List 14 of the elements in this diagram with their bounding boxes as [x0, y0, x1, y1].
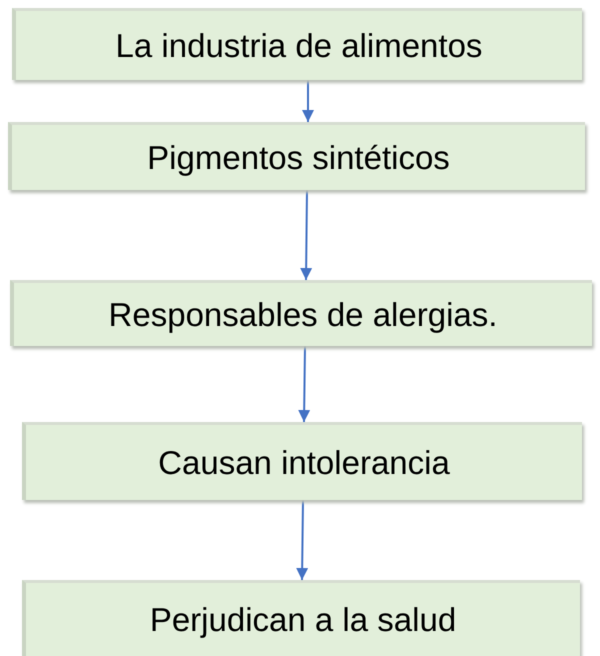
arrow [300, 190, 312, 280]
arrow [296, 500, 308, 580]
arrow [302, 80, 314, 122]
box-label: Pigmentos sintéticos [147, 138, 450, 176]
box-label: Perjudican a la salud [150, 600, 456, 638]
process-box [10, 280, 592, 346]
process-box [22, 422, 582, 500]
process-box [8, 122, 585, 190]
process-box [12, 8, 582, 80]
box-label: Causan intolerancia [158, 444, 450, 482]
box-label: Responsables de alergias. [108, 296, 498, 334]
box-label: La industria de alimentos [116, 26, 482, 64]
arrow [298, 346, 310, 422]
process-box [22, 580, 580, 656]
